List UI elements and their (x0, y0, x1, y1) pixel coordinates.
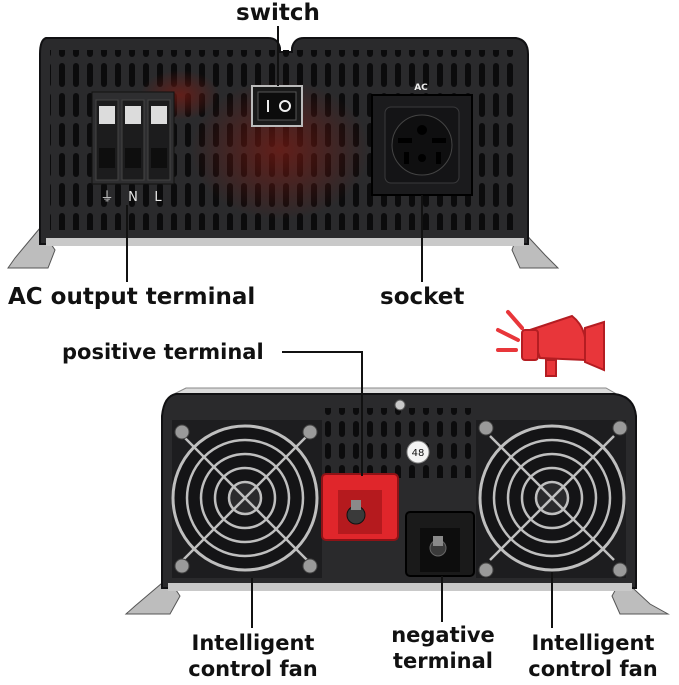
right-fan-label: Intelligent control fan (518, 630, 668, 682)
negative-terminal-label-line1: negative (391, 623, 495, 647)
positive-terminal-label: positive terminal (62, 340, 264, 364)
ac-output-terminal-label: AC output terminal (8, 284, 256, 310)
top-inverter-unit: ⏚ N L AC (7, 26, 560, 282)
right-fan-label-line1: Intelligent (531, 631, 655, 655)
megaphone-icon (496, 310, 605, 377)
socket-label: socket (380, 284, 465, 310)
left-fan-label: Intelligent control fan (178, 630, 328, 682)
switch-label: switch (236, 0, 320, 26)
positive-terminal (321, 473, 399, 541)
terminal-l-mark: L (154, 190, 162, 205)
terminal-n-mark: N (128, 190, 138, 205)
socket-ac-label: AC (414, 83, 428, 93)
negative-terminal (405, 511, 475, 577)
voltage-badge-text: 48 (412, 448, 425, 459)
left-fan-label-line2: control fan (188, 657, 318, 681)
voltage-badge: 48 (406, 440, 430, 464)
left-fan-label-line1: Intelligent (191, 631, 315, 655)
left-cooling-fan (171, 420, 322, 578)
ac-output-terminal-block: ⏚ N L (91, 91, 175, 205)
negative-terminal-label: negative terminal (376, 622, 510, 674)
ac-socket: AC (371, 83, 473, 196)
negative-terminal-label-line2: terminal (392, 649, 494, 673)
right-cooling-fan (476, 420, 628, 578)
bottom-inverter-unit: 48 (124, 351, 670, 628)
power-switch (251, 85, 303, 127)
terminal-ground-mark: ⏚ (100, 190, 113, 205)
right-fan-label-line2: control fan (528, 657, 658, 681)
